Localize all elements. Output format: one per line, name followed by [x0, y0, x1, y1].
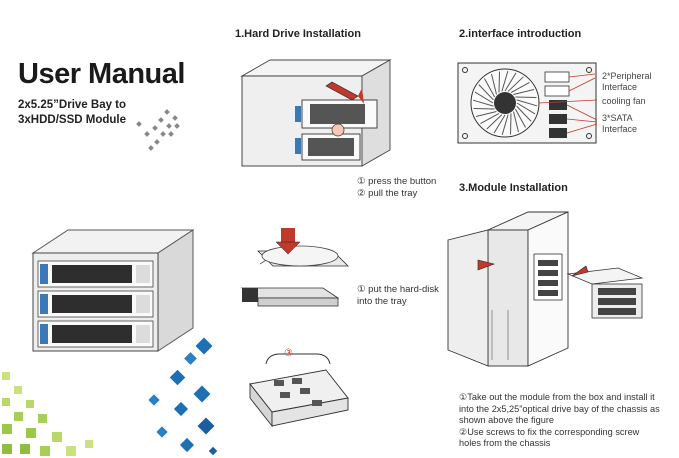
- press-button-illustration: [240, 59, 392, 167]
- tray-screw-illustration: [249, 353, 349, 428]
- fan-blade: [501, 70, 509, 92]
- drive-module-illustration: [31, 229, 195, 352]
- decorative-diamond-cluster: [135, 108, 185, 153]
- fan-blade: [516, 105, 532, 122]
- fan-blade: [513, 89, 535, 96]
- module-text-line-3: shown above the figure: [459, 415, 555, 425]
- peripheral-interface-callout: 2*Peripheral Interface: [602, 71, 652, 92]
- fan-blade: [474, 91, 494, 104]
- fan-blade: [516, 102, 536, 115]
- fan-blade: [510, 82, 530, 94]
- step-press-button: ① press the button ② pull the tray: [357, 176, 436, 199]
- fan-blade: [504, 72, 517, 92]
- fan-blade: [514, 108, 526, 128]
- fan-blade: [501, 114, 509, 136]
- fan-blade: [480, 112, 500, 124]
- fan-blade: [516, 99, 538, 107]
- peripheral-line-1: 2*Peripheral: [602, 71, 652, 81]
- fan-blade: [475, 110, 497, 117]
- module-text-line-2: into the 2x5,25”optical drive bay of the…: [459, 403, 660, 414]
- fan-blade: [512, 111, 519, 133]
- fan-blade: [493, 114, 506, 134]
- step-put-disk: ① put the hard-disk into the tray: [357, 284, 439, 307]
- module-text-line-5: holes from the chassis: [459, 438, 551, 448]
- chassis-installation-illustration: [447, 211, 644, 367]
- fan-blade: [491, 73, 498, 95]
- fan-blade: [478, 84, 494, 101]
- sata-line-2: Interface: [602, 123, 638, 134]
- module-installation-heading: 3.Module Installation: [459, 182, 568, 194]
- manual-title: User Manual: [18, 58, 185, 90]
- interface-introduction-heading: 2.interface introduction: [459, 28, 582, 40]
- step-3-marker: ③: [284, 348, 293, 359]
- step-put-disk-line-1: ① put the hard-disk: [357, 284, 439, 295]
- cooling-fan-callout: cooling fan: [602, 96, 646, 106]
- module-text-line-4: ②Use screws to fix the corresponding scr…: [459, 426, 640, 437]
- sata-interface-callout: 3*SATA Interface: [602, 113, 637, 134]
- hard-drive-installation-heading: 1.Hard Drive Installation: [235, 28, 361, 40]
- fan-blade: [484, 78, 496, 98]
- manual-subtitle: 2x5.25”Drive Bay to 3xHDD/SSD Module: [18, 98, 126, 128]
- step-put-disk-line-2: into the tray: [357, 295, 407, 307]
- module-text-line-1: ①Take out the module from the box and in…: [459, 392, 655, 402]
- step-press-button-line-1: ① press the button: [357, 176, 437, 187]
- step-pull-tray-line: ② pull the tray: [357, 187, 418, 199]
- subtitle-line-1: 2x5.25”Drive Bay to: [18, 99, 127, 111]
- peripheral-line-2: Interface: [602, 81, 638, 92]
- interface-panel-illustration: [457, 62, 598, 144]
- subtitle-line-2: 3xHDD/SSD Module: [18, 114, 126, 126]
- module-installation-text: ①Take out the module from the box and in…: [459, 392, 660, 450]
- insert-disk-illustration: [240, 228, 349, 307]
- sata-line-1: 3*SATA: [602, 113, 633, 123]
- fan-blade: [507, 76, 524, 92]
- fan-blade: [486, 114, 503, 130]
- fan-blade: [472, 99, 494, 107]
